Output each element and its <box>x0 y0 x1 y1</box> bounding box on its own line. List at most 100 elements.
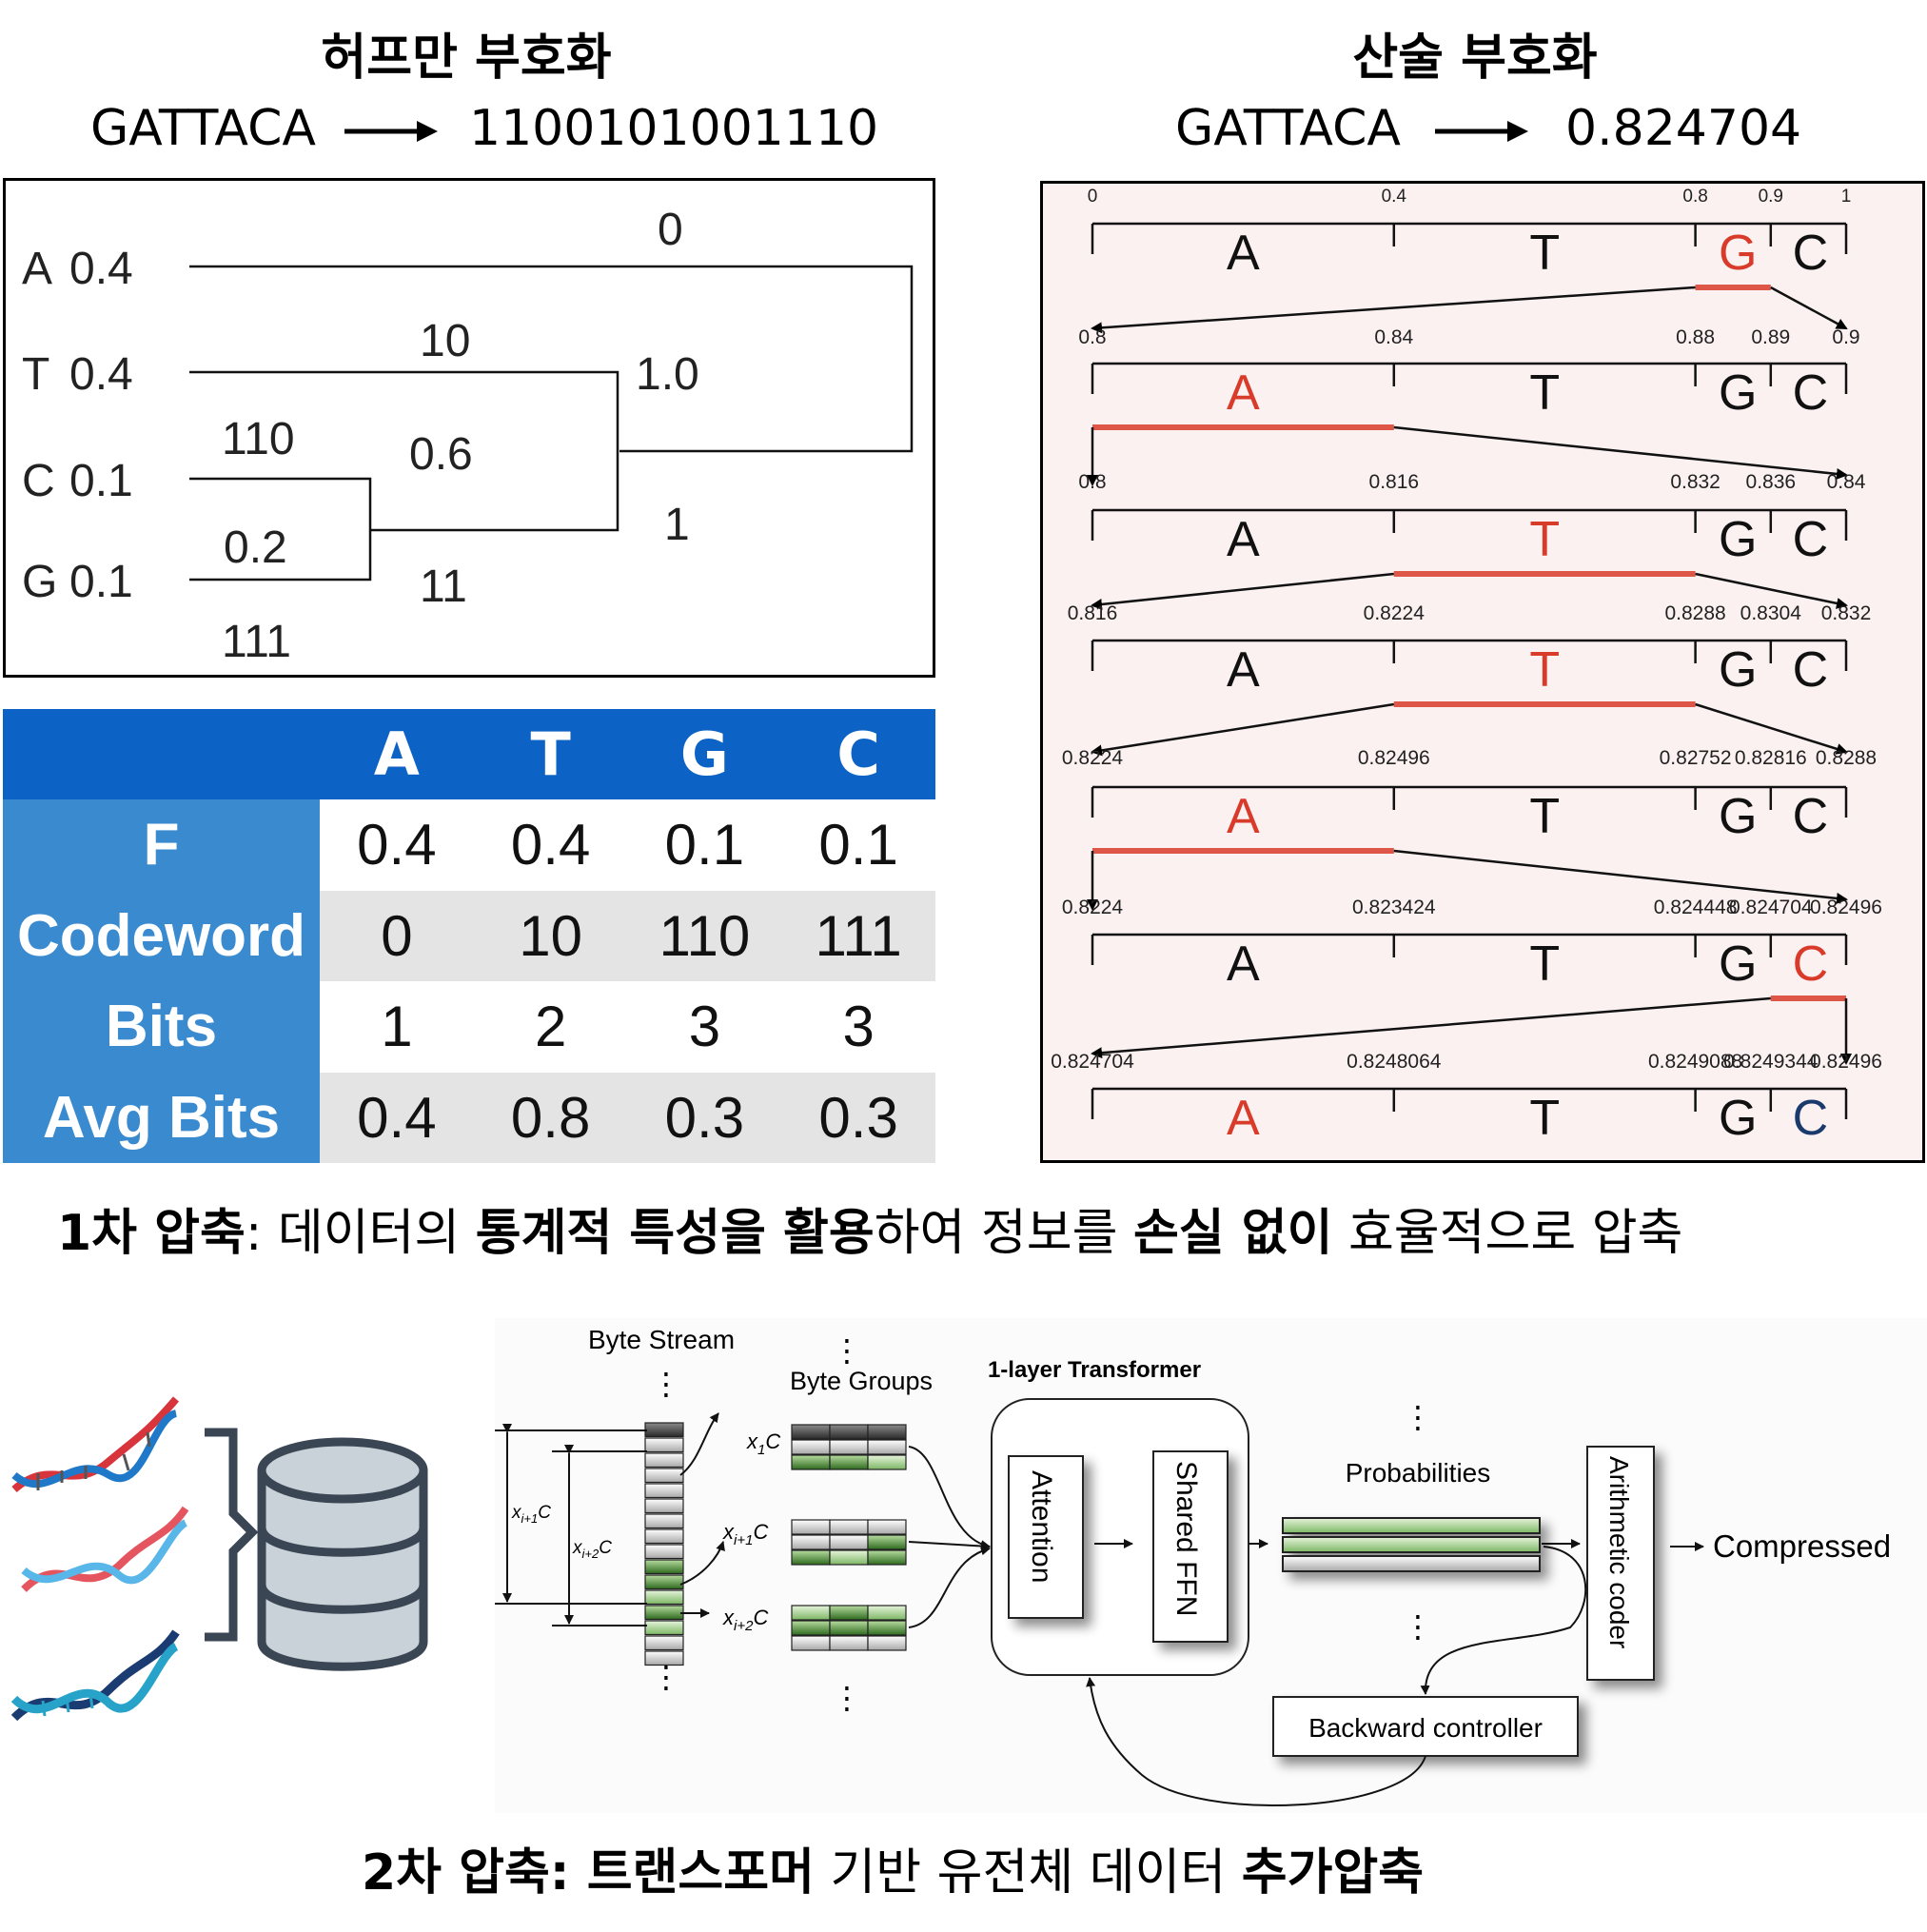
symbol-letter: T <box>1529 1091 1560 1146</box>
huffman-title: 허프만 부호화 <box>321 30 612 87</box>
tick-label: 0.84 <box>1374 326 1413 348</box>
group-cell <box>867 1620 907 1636</box>
zoom-arrow <box>1091 572 1394 610</box>
compressed-label: Compressed <box>1713 1528 1891 1564</box>
group-cell <box>791 1605 831 1621</box>
symbol-letter: G <box>1719 642 1757 698</box>
symbol-letter: A <box>1227 365 1260 421</box>
table-cell: 0.8 <box>473 1072 628 1163</box>
dna-icon <box>21 1506 189 1592</box>
symbol-letter: G <box>1719 789 1757 844</box>
tick-label: 0.8304 <box>1740 602 1802 624</box>
group-cell <box>829 1635 869 1651</box>
table-header-cell: A <box>320 709 474 799</box>
shared-ffn-label: Shared FFN <box>1170 1461 1202 1616</box>
branch-label: 110 <box>222 414 295 464</box>
caption-bold: 손실 없이 <box>1132 1205 1333 1262</box>
row-label: Avg Bits <box>3 1072 320 1163</box>
group-cell <box>829 1620 869 1636</box>
table-row: Codeword 0 10 110 111 <box>3 890 935 981</box>
leaf-prob: 0.1 <box>69 557 133 607</box>
attention-label: Attention <box>1026 1470 1057 1583</box>
byte-cell <box>644 1620 684 1636</box>
byte-cell <box>644 1589 684 1606</box>
group-cell <box>791 1549 831 1566</box>
zoom-arrow <box>1091 286 1696 334</box>
tick-label: 0 <box>1088 187 1098 207</box>
symbol-letter: A <box>1227 642 1260 698</box>
byte-cell <box>644 1574 684 1590</box>
tick-label: 0.824704 <box>1729 897 1813 918</box>
tick-label: 0.8224 <box>1364 602 1426 624</box>
arithmetic-input: GATTACA <box>1175 100 1401 157</box>
leaf-symbol: A <box>22 244 52 294</box>
tick-label: 0.823424 <box>1352 897 1436 918</box>
huffman-input: GATTACA <box>90 100 316 157</box>
table-cell: 0.3 <box>627 1072 782 1163</box>
leaf-prob: 0.1 <box>69 456 133 506</box>
tick-label: 0.8 <box>1078 471 1106 493</box>
row-label: Bits <box>3 981 320 1073</box>
symbol-letter: C <box>1793 1091 1829 1146</box>
group-cell <box>867 1454 907 1470</box>
symbol-letter: G <box>1719 936 1757 992</box>
huffman-output: 1100101001110 <box>469 100 879 157</box>
tick-label: 0.8249088 <box>1648 1051 1742 1073</box>
leaf-symbol: T <box>22 349 49 400</box>
backward-controller-block <box>1272 1696 1579 1757</box>
byte-stream-label: Byte Stream <box>588 1325 735 1354</box>
zoom-arrow <box>1393 425 1848 480</box>
byte-cell <box>644 1544 684 1560</box>
table-cell: 0.4 <box>320 1072 474 1163</box>
symbol-letter: A <box>1227 789 1260 844</box>
arrow-right-icon <box>344 121 439 142</box>
caption-first-compression: 1차 압축: 데이터의 통계적 특성을 활용하여 정보를 손실 없이 효율적으로… <box>57 1193 1682 1264</box>
huffman-equation: GATTACA 1100101001110 <box>90 100 878 157</box>
branch-label: 1 <box>664 500 690 550</box>
tick-label: 0.9 <box>1759 187 1783 207</box>
table-cell: 3 <box>781 981 935 1073</box>
label-sub: 1 <box>757 1442 765 1458</box>
symbol-letter: T <box>1529 936 1560 992</box>
byte-cell <box>644 1513 684 1529</box>
caption-bold: 추가압축 <box>1241 1844 1425 1902</box>
zoom-arrow <box>1091 702 1394 757</box>
ellipsis: ⋮ <box>832 1681 862 1715</box>
byte-cell <box>644 1605 684 1621</box>
byte-cell <box>644 1468 684 1484</box>
byte-cell <box>644 1422 684 1438</box>
symbol-letter: C <box>1793 936 1829 992</box>
group-cell <box>829 1454 869 1470</box>
arithmetic-output: 0.824704 <box>1565 100 1802 157</box>
tick-label: 0.82752 <box>1660 747 1732 769</box>
zoom-arrow <box>1091 996 1771 1059</box>
table-row: Bits 1 2 3 3 <box>3 981 935 1073</box>
leaf-prob: 0.4 <box>69 349 133 400</box>
caption-text: 효율적으로 압축 <box>1332 1205 1683 1262</box>
group-cell <box>867 1439 907 1455</box>
symbol-letter: C <box>1793 789 1829 844</box>
row-label: F <box>3 799 320 891</box>
symbol-letter: G <box>1719 226 1757 281</box>
group-cell <box>867 1534 907 1550</box>
zoom-arrow <box>1695 572 1848 609</box>
table-cell: 0.1 <box>781 799 935 891</box>
tick-label: 0.8249344 <box>1723 1051 1819 1073</box>
tick-label: 0.836 <box>1746 471 1797 493</box>
tick-label: 1 <box>1841 187 1852 207</box>
node-value: 0.2 <box>224 522 287 573</box>
leaf-prob: 0.4 <box>69 244 133 294</box>
tick-label: 0.8288 <box>1664 602 1725 624</box>
ellipsis: ⋮ <box>651 1660 681 1694</box>
group-cell <box>829 1534 869 1550</box>
symbol-letter: T <box>1529 226 1560 281</box>
group-cell <box>867 1549 907 1566</box>
probabilities-label: Probabilities <box>1346 1458 1491 1488</box>
branch-label: 0 <box>658 205 683 255</box>
tick-label: 0.82496 <box>1810 1051 1882 1073</box>
group-cell <box>791 1424 831 1440</box>
arithmetic-coder-label: Arithmetic coder <box>1604 1456 1634 1648</box>
byte-cell <box>644 1498 684 1514</box>
tick-label: 0.832 <box>1821 602 1872 624</box>
